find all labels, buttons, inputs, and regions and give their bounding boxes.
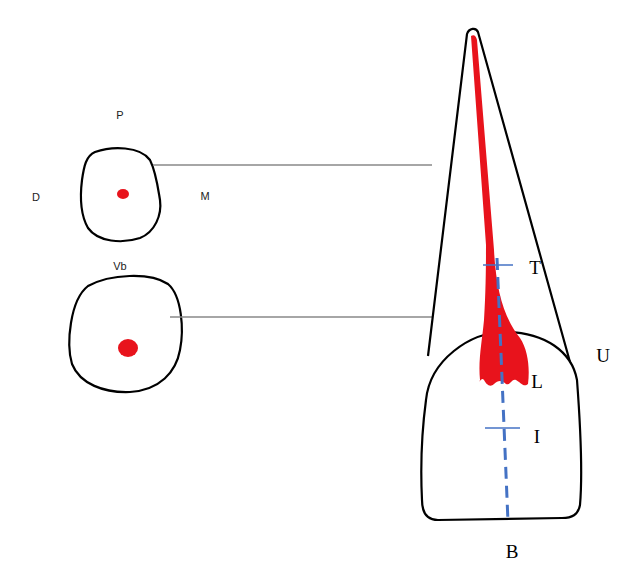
axis-line (497, 258, 508, 522)
side-label: M (200, 191, 209, 202)
side-label: Vb (113, 261, 126, 272)
point-label: B (506, 542, 519, 561)
pulp-canal (471, 35, 529, 385)
tick-mark (483, 264, 513, 266)
level-line (153, 164, 432, 166)
side-label: D (32, 192, 40, 203)
side-label: P (116, 110, 123, 121)
canal-section (118, 339, 138, 357)
point-label: I (534, 427, 540, 446)
cross-section-upper (81, 148, 160, 241)
point-label: T (529, 258, 541, 277)
level-line (170, 316, 432, 318)
cross-section-lower (69, 276, 181, 392)
point-label: U (596, 346, 610, 365)
canal-section (117, 189, 129, 199)
point-label: L (531, 372, 543, 391)
tick-mark (485, 427, 520, 429)
